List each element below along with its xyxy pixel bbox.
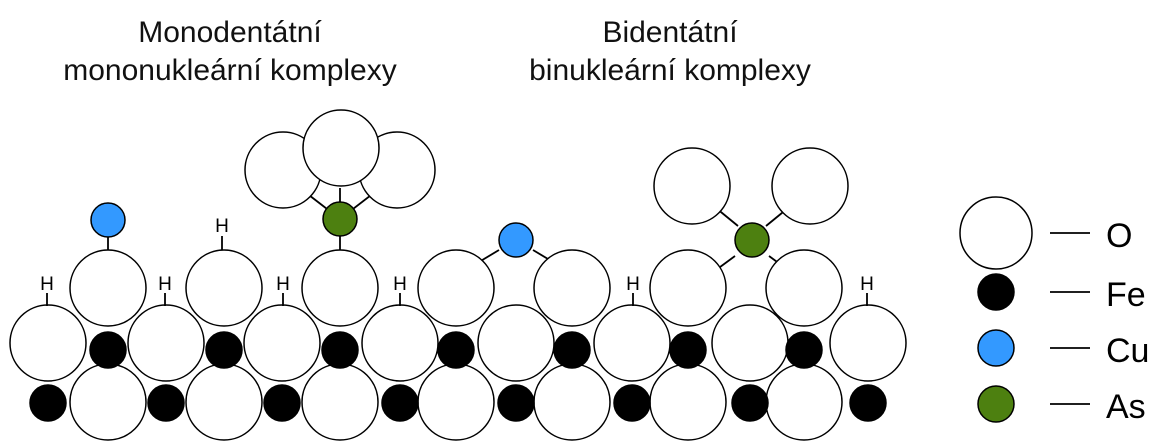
oxygen-atom (243, 304, 321, 382)
iron-atom (849, 384, 887, 422)
legend-label-oxygen: O (1106, 217, 1132, 255)
legend-label-iron: Fe (1106, 276, 1146, 314)
title-bidentate: Bidentátní binukleární komplexy (480, 14, 860, 90)
oxygen-atom (649, 249, 727, 327)
iron-atom (205, 331, 243, 369)
iron-atom (437, 331, 475, 369)
iron-atom (89, 331, 127, 369)
iron-atom (147, 384, 185, 422)
oxygen-atom (127, 304, 205, 382)
hydrogen-label: H (40, 274, 54, 295)
oxygen-atom (301, 249, 379, 327)
hydrogen-label: H (276, 274, 290, 295)
oxygen-atom (829, 304, 907, 382)
title-bidentate-line2: binukleární komplexy (529, 54, 811, 87)
hydrogen-label: H (393, 274, 407, 295)
oxygen-atom (653, 147, 731, 225)
iron-atom (497, 384, 535, 422)
oxygen-atom (185, 363, 263, 441)
atom-layer (9, 109, 907, 441)
iron-atom (785, 331, 823, 369)
oxygen-atom (765, 363, 843, 441)
oxygen-atom (9, 304, 87, 382)
oxygen-atom (533, 249, 611, 327)
oxygen-atom (765, 249, 843, 327)
oxygen-atom (533, 363, 611, 441)
legend-label-copper: Cu (1106, 332, 1149, 370)
iron-atom (613, 384, 651, 422)
legend-swatch-oxygen (959, 196, 1033, 270)
iron-atom (29, 384, 67, 422)
legend-swatch-iron (977, 273, 1015, 311)
oxygen-atom (69, 363, 147, 441)
hydrogen-label: H (215, 216, 229, 237)
oxygen-atom (185, 249, 263, 327)
copper-atom (498, 222, 534, 258)
arsenic-atom (734, 222, 770, 258)
arsenic-atom (322, 201, 358, 237)
legend-swatch-copper (977, 329, 1015, 367)
oxygen-atom (417, 249, 495, 327)
oxygen-atom (771, 147, 849, 225)
title-monodentate-line2: mononukleární komplexy (63, 54, 397, 87)
hydrogen-label: H (860, 274, 874, 295)
hydrogen-layer: H H H H H H H (40, 216, 874, 306)
oxygen-atom (302, 109, 380, 187)
oxygen-atom (593, 304, 671, 382)
oxygen-atom (69, 249, 147, 327)
legend-label-arsenic: As (1106, 388, 1146, 426)
oxygen-atom (417, 363, 495, 441)
copper-atom (90, 202, 126, 238)
oxygen-atom (301, 363, 379, 441)
iron-atom (731, 384, 769, 422)
title-monodentate-line1: Monodentátní (138, 16, 322, 49)
legend-swatch-arsenic (977, 385, 1015, 423)
oxygen-atom (361, 304, 439, 382)
hydrogen-label: H (158, 274, 172, 295)
iron-atom (263, 384, 301, 422)
iron-atom (321, 331, 359, 369)
iron-atom (553, 331, 591, 369)
title-bidentate-line1: Bidentátní (602, 16, 738, 49)
oxygen-atom (477, 304, 555, 382)
oxygen-atom (649, 363, 727, 441)
iron-atom (669, 331, 707, 369)
iron-atom (381, 384, 419, 422)
hydrogen-label: H (626, 274, 640, 295)
oxygen-atom (711, 304, 789, 382)
title-monodentate: Monodentátní mononukleární komplexy (20, 14, 440, 90)
